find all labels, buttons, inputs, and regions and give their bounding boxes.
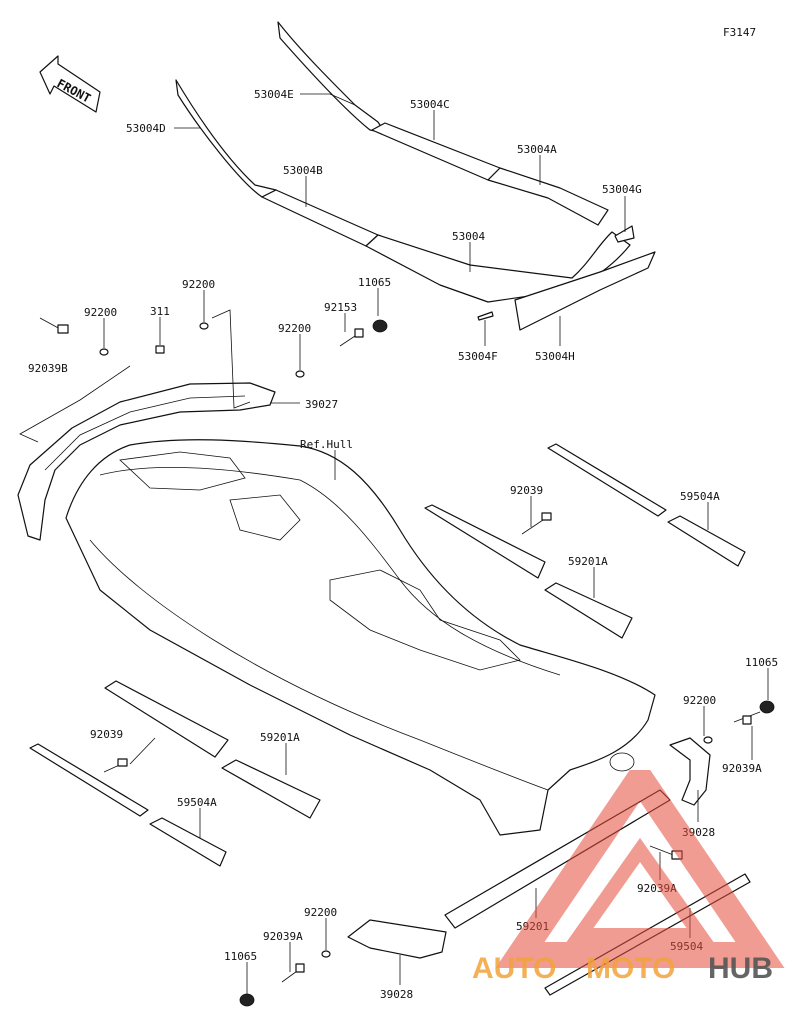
callout-53004A: 53004A — [517, 143, 557, 156]
callout-53004D: 53004D — [126, 122, 166, 135]
washer-92200-bottom — [321, 950, 331, 958]
callout-92200-top: 92200 — [182, 278, 215, 291]
mat-53004C — [371, 122, 501, 181]
callout-59201A-right: 59201A — [568, 555, 608, 568]
callout-92200-mid: 92200 — [278, 322, 311, 335]
callout-92153: 92153 — [324, 301, 357, 314]
callout-labels: 53004E 53004C 53004A 53004D 53004B 53004… — [28, 88, 778, 1001]
reference-hull-label: Ref.Hull — [300, 438, 353, 451]
watermark-triangle-icon — [495, 770, 785, 968]
watermark-text: AUTO MOTO HUB — [472, 952, 773, 985]
nut-311 — [155, 345, 165, 354]
sponson-59504A-left-strip — [29, 743, 149, 817]
mat-53004B — [261, 189, 379, 247]
washer-92200-right — [703, 736, 713, 744]
callout-53004: 53004 — [452, 230, 485, 243]
mat-53004E — [277, 21, 386, 134]
guard-39028-right — [669, 737, 711, 806]
callout-92039A-right: 92039A — [722, 762, 762, 775]
watermark-text-hub: HUB — [708, 952, 773, 985]
guard-39028-bottom — [347, 919, 447, 959]
callout-92200-left: 92200 — [84, 306, 117, 319]
callout-53004C: 53004C — [410, 98, 450, 111]
watermark-text-auto: AUTO — [472, 952, 556, 985]
callout-92039B: 92039B — [28, 362, 68, 375]
callout-92039A-bottom: 92039A — [263, 930, 303, 943]
bolt-92039A-bottom — [281, 963, 305, 983]
callout-53004E: 53004E — [254, 88, 294, 101]
automotohub-watermark: AUTO MOTO HUB — [472, 770, 785, 985]
callout-59504A-right: 59504A — [680, 490, 720, 503]
callout-53004G: 53004G — [602, 183, 642, 196]
rear-handle-39027 — [17, 382, 276, 541]
sponson-59201A-right-a — [424, 504, 546, 579]
mat-53004A — [487, 167, 609, 226]
callout-59504A-left: 59504A — [177, 796, 217, 809]
sponson-59504A-right-cover — [667, 515, 746, 567]
bolt-92039A-right — [733, 711, 761, 725]
callout-11065-right: 11065 — [745, 656, 778, 669]
callout-53004F: 53004F — [458, 350, 498, 363]
sponson-59201A-left-b — [221, 759, 321, 819]
watermark-text-moto: MOTO — [586, 952, 675, 985]
sponson-59504A-right-strip — [547, 443, 667, 517]
cap-11065-top — [372, 319, 388, 333]
mat-53004F — [477, 311, 494, 321]
callout-11065-top: 11065 — [358, 276, 391, 289]
figure-code: F3147 — [723, 26, 756, 39]
callout-53004H: 53004H — [535, 350, 575, 363]
callout-39028-bottom: 39028 — [380, 988, 413, 1001]
callout-92200-bottom: 92200 — [304, 906, 337, 919]
callout-53004B: 53004B — [283, 164, 323, 177]
callout-311: 311 — [150, 305, 170, 318]
callout-59201A-left: 59201A — [260, 731, 300, 744]
washer-92200-left — [99, 348, 109, 356]
cap-11065-right — [759, 700, 775, 714]
callout-39027: 39027 — [305, 398, 338, 411]
rivet-92039-left — [103, 758, 128, 773]
callout-92039-left: 92039 — [90, 728, 123, 741]
washer-92200-top — [199, 322, 209, 330]
sponson-59201A-left-a — [104, 680, 229, 758]
bolt-92039B — [39, 317, 69, 334]
washer-92200-mid — [295, 370, 305, 378]
cap-11065-bottom — [239, 993, 255, 1007]
sponson-59201A-right-b — [544, 582, 633, 639]
callout-92200-right: 92200 — [683, 694, 716, 707]
mat-53004G — [614, 225, 635, 243]
reference-hull — [65, 439, 656, 836]
callout-92039-right: 92039 — [510, 484, 543, 497]
callout-11065-bottom: 11065 — [224, 950, 257, 963]
rivet-92039-right — [521, 512, 552, 535]
mat-53004H — [514, 251, 656, 331]
bolt-92153 — [339, 328, 364, 347]
front-direction-arrow: FRONT — [39, 55, 101, 113]
sponson-59504A-left-cover — [149, 817, 227, 867]
